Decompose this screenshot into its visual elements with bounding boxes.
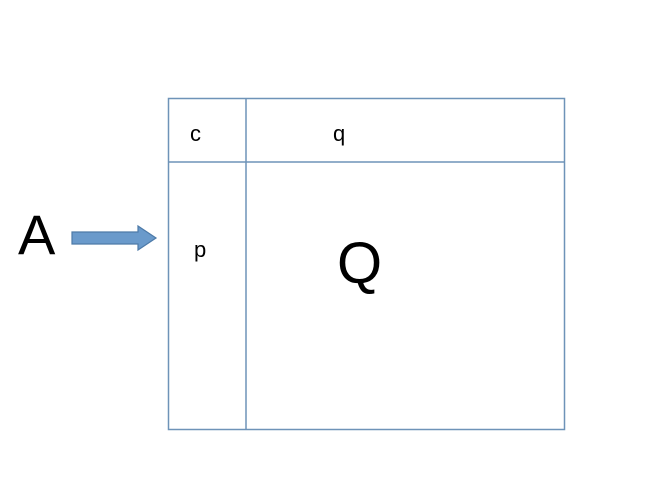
matrix-outer-border — [167, 97, 566, 431]
vector-a-label: A — [18, 203, 56, 266]
top-block-q-label: q — [333, 121, 346, 146]
main-block-Q-label: Q — [337, 231, 383, 296]
corner-c-label: c — [190, 121, 201, 146]
left-block-p-label: p — [194, 237, 207, 262]
right-arrow-icon — [71, 224, 158, 252]
